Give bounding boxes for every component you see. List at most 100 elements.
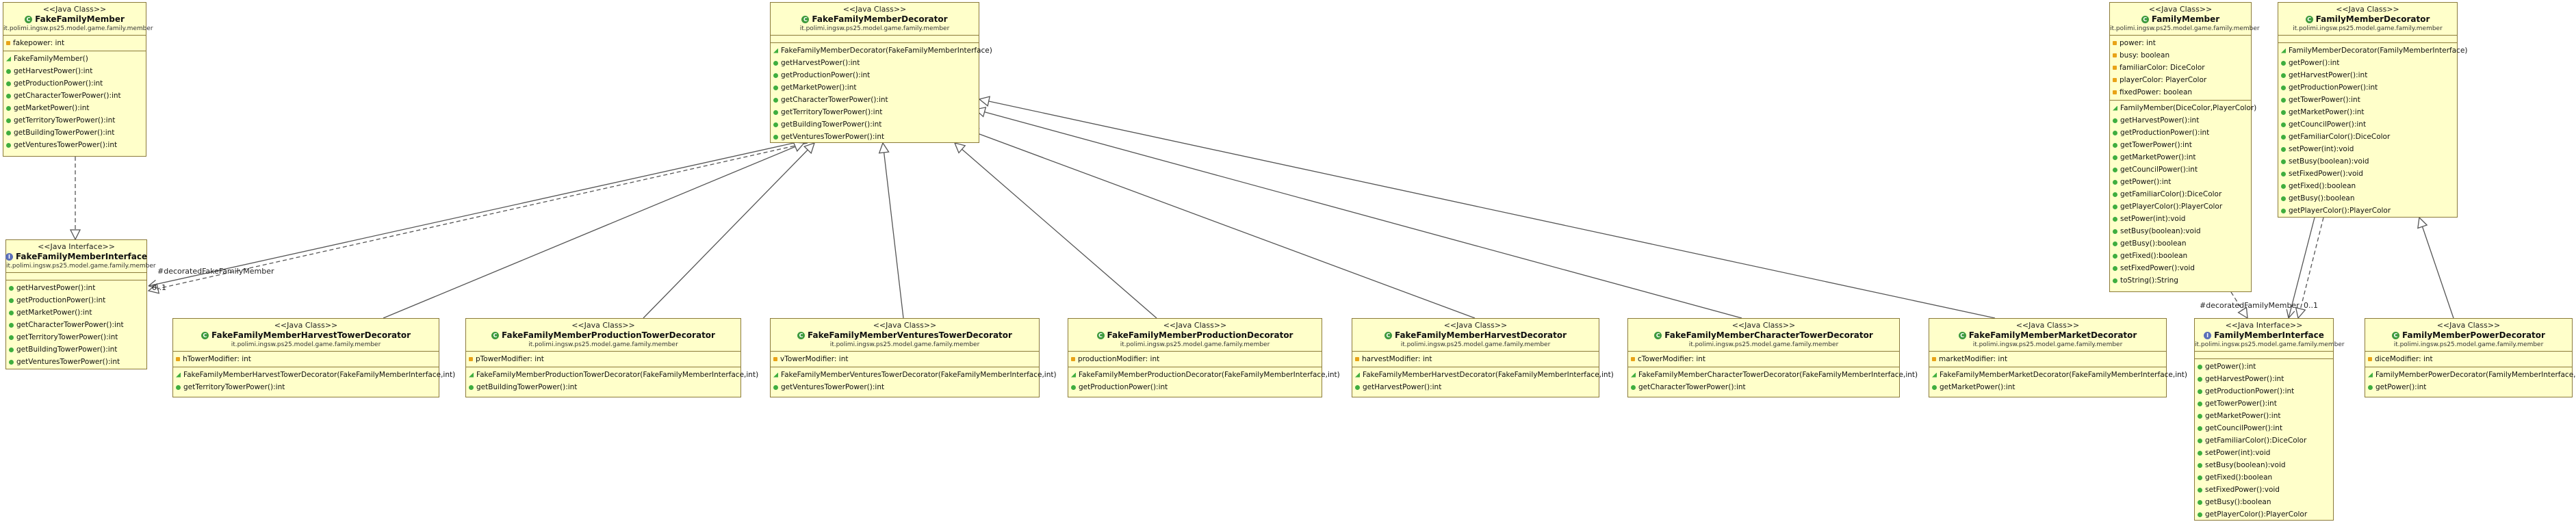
method-row[interactable]: FakeFamilyMemberDecorator(FakeFamilyMemb… [773,44,992,57]
field-row[interactable]: fakepower: int [6,37,143,49]
method-row[interactable]: getTerritoryTowerPower():int [9,331,144,343]
method-row[interactable]: getFamiliarColor():DiceColor [2113,188,2248,200]
method-row[interactable]: FakeFamilyMemberVenturesTowerDecorator(F… [773,369,1057,381]
method-row[interactable]: getProductionPower():int [9,294,144,306]
method-row[interactable]: getProductionPower():int [2198,385,2330,397]
method-row[interactable]: FamilyMemberDecorator(FamilyMemberInterf… [2281,44,2468,57]
method-row[interactable]: toString():String [2113,274,2248,287]
method-row[interactable]: getHarvestPower():int [2281,69,2454,81]
field-row[interactable]: productionModifier: int [1071,353,1319,365]
method-row[interactable]: getHarvestPower():int [773,57,976,69]
class-name[interactable]: FamilyMemberPowerDecorator [2402,330,2545,340]
method-row[interactable]: getProductionPower():int [773,69,976,81]
method-row[interactable]: getTowerPower():int [2198,397,2330,410]
method-row[interactable]: getTowerPower():int [2113,139,2248,151]
method-row[interactable]: getHarvestPower():int [1355,381,1596,393]
field-row[interactable]: playerColor: PlayerColor [2113,74,2248,86]
method-row[interactable]: setBusy(boolean):void [2281,155,2454,168]
method-row[interactable]: getCharacterTowerPower():int [6,90,143,102]
field-row[interactable]: diceModifier: int [2368,353,2569,365]
method-row[interactable]: getTerritoryTowerPower():int [176,381,436,393]
method-row[interactable]: setPower(int):void [2198,447,2330,459]
method-row[interactable]: getMarketPower():int [773,81,976,94]
field-row[interactable]: vTowerModifier: int [773,353,1036,365]
method-row[interactable]: getPower():int [2198,361,2330,373]
method-row[interactable]: getMarketPower():int [2281,106,2454,118]
field-row[interactable]: cTowerModifier: int [1631,353,1896,365]
method-row[interactable]: getFixed():boolean [2198,471,2330,484]
method-row[interactable]: getBuildingTowerPower():int [773,118,976,131]
method-row[interactable]: getVenturesTowerPower():int [773,381,1036,393]
field-row[interactable]: fixedPower: boolean [2113,86,2248,99]
class-name[interactable]: FakeFamilyMemberVenturesTowerDecorator [808,330,1012,340]
class-name[interactable]: FakeFamilyMemberProductionTowerDecorator [502,330,715,340]
method-row[interactable]: setFixedPower():void [2281,168,2454,180]
class-name[interactable]: FakeFamilyMemberCharacterTowerDecorator [1664,330,1873,340]
method-row[interactable]: FakeFamilyMemberHarvestDecorator(FakeFam… [1355,369,1614,381]
method-row[interactable]: setBusy(boolean):void [2198,459,2330,471]
method-row[interactable]: getBuildingTowerPower():int [6,127,143,139]
method-row[interactable]: getBusy():boolean [2281,192,2454,205]
method-row[interactable]: getBuildingTowerPower():int [469,381,738,393]
method-row[interactable]: getPower():int [2281,57,2454,69]
class-name[interactable]: FakeFamilyMemberDecorator [812,14,948,24]
method-row[interactable]: getHarvestPower():int [2198,373,2330,385]
method-row[interactable]: getProductionPower():int [6,77,143,90]
method-row[interactable]: getVenturesTowerPower():int [9,356,144,368]
method-row[interactable]: getMarketPower():int [9,306,144,319]
class-name[interactable]: FakeFamilyMemberHarvestDecorator [1394,330,1567,340]
method-row[interactable]: getCharacterTowerPower():int [773,94,976,106]
method-row[interactable]: setBusy(boolean):void [2113,225,2248,237]
method-row[interactable]: FakeFamilyMemberProductionTowerDecorator… [469,369,758,381]
class-name[interactable]: FamilyMemberDecorator [2315,14,2430,24]
method-row[interactable]: getHarvestPower():int [2113,114,2248,127]
method-row[interactable]: getProductionPower():int [2281,81,2454,94]
method-row[interactable]: getPower():int [2368,381,2569,393]
method-row[interactable]: getHarvestPower():int [9,282,144,294]
method-row[interactable]: getCouncilPower():int [2198,422,2330,434]
class-name[interactable]: FakeFamilyMember [35,14,125,24]
method-row[interactable]: setPower(int):void [2281,143,2454,155]
method-row[interactable]: getProductionPower():int [2113,127,2248,139]
method-row[interactable]: getFixed():boolean [2113,250,2248,262]
method-row[interactable]: setFixedPower():void [2113,262,2248,274]
method-row[interactable]: getBuildingTowerPower():int [9,343,144,356]
method-row[interactable]: FakeFamilyMemberMarketDecorator(FakeFami… [1932,369,2187,381]
method-row[interactable]: FakeFamilyMemberProductionDecorator(Fake… [1071,369,1340,381]
method-row[interactable]: getPower():int [2113,176,2248,188]
method-row[interactable]: getMarketPower():int [2113,151,2248,163]
method-row[interactable]: getMarketPower():int [1932,381,2163,393]
class-name[interactable]: FakeFamilyMemberMarketDecorator [1968,330,2137,340]
method-row[interactable]: FakeFamilyMember() [6,53,143,65]
field-row[interactable]: pTowerModifier: int [469,353,738,365]
field-row[interactable]: marketModifier: int [1932,353,2163,365]
field-row[interactable]: familiarColor: DiceColor [2113,62,2248,74]
class-name[interactable]: FamilyMember [2151,14,2220,24]
field-row[interactable]: power: int [2113,37,2248,49]
class-name[interactable]: FakeFamilyMemberProductionDecorator [1107,330,1293,340]
method-row[interactable]: getPlayerColor():PlayerColor [2198,508,2330,521]
method-row[interactable]: getCouncilPower():int [2113,163,2248,176]
method-row[interactable]: getFixed():boolean [2281,180,2454,192]
field-row[interactable]: harvestModifier: int [1355,353,1596,365]
class-name[interactable]: FakeFamilyMemberHarvestTowerDecorator [211,330,411,340]
method-row[interactable]: getPlayerColor():PlayerColor [2281,205,2454,217]
method-row[interactable]: getBusy():boolean [2198,496,2330,508]
method-row[interactable]: getBusy():boolean [2113,237,2248,250]
method-row[interactable]: getFamiliarColor():DiceColor [2281,131,2454,143]
field-row[interactable]: hTowerModifier: int [176,353,436,365]
method-row[interactable]: FakeFamilyMemberHarvestTowerDecorator(Fa… [176,369,455,381]
method-row[interactable]: getMarketPower():int [6,102,143,114]
